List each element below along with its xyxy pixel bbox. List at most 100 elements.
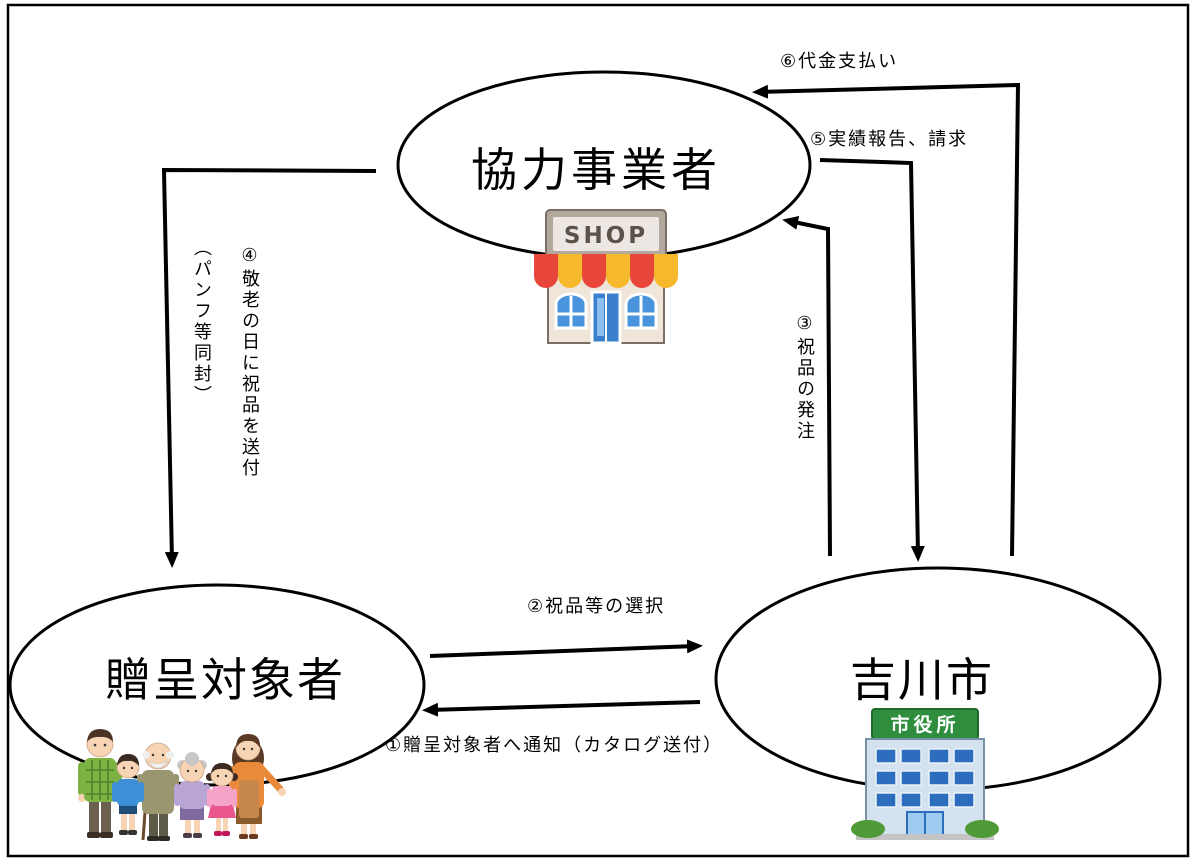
shoe — [183, 833, 192, 838]
eye — [161, 753, 165, 757]
arm — [138, 782, 144, 802]
eye — [242, 747, 246, 751]
awning-stripe — [534, 254, 558, 288]
city-hall-base — [856, 834, 994, 840]
shop-sign-text: SHOP — [564, 223, 648, 249]
leg — [149, 810, 158, 838]
leg — [121, 808, 127, 832]
hair — [236, 734, 261, 748]
shoe — [222, 831, 230, 836]
window — [928, 770, 950, 786]
window — [875, 770, 897, 786]
eye — [186, 769, 190, 773]
eye — [250, 747, 254, 751]
leg — [129, 808, 135, 832]
eye — [130, 766, 134, 770]
shoe — [100, 832, 113, 838]
shoe — [214, 831, 222, 836]
shop-awning — [534, 254, 678, 288]
window — [900, 792, 922, 808]
shoe — [239, 834, 248, 839]
curly-hair — [185, 752, 199, 766]
family-member-boy — [112, 754, 144, 835]
shop-icon: SHOP — [534, 209, 678, 345]
shoe — [158, 836, 170, 841]
leg — [185, 816, 191, 834]
awning-stripe — [558, 254, 582, 288]
awning-stripe — [606, 254, 630, 288]
family-member-mother — [229, 734, 286, 839]
step-3-label: ③祝品の発注 — [794, 313, 815, 442]
step-1-label: ①贈呈対象者へ通知（カタログ送付） — [385, 735, 724, 756]
window — [900, 770, 922, 786]
window — [953, 748, 975, 764]
hair — [87, 729, 113, 742]
window — [953, 792, 975, 808]
leg — [89, 800, 99, 834]
step-2-label: ②祝品等の選択 — [527, 596, 666, 617]
shrub-right — [965, 820, 999, 838]
node-recipients-label: 贈呈対象者 — [105, 653, 345, 707]
hair — [211, 763, 233, 774]
window — [953, 770, 975, 786]
beard — [147, 760, 169, 769]
arrows — [161, 82, 1021, 717]
shorts — [119, 804, 137, 814]
eye — [103, 743, 107, 747]
shirt — [117, 779, 139, 806]
window — [900, 748, 922, 764]
shrub-left — [851, 820, 885, 838]
arrow-step-6-payment — [752, 82, 1021, 557]
step-6-label: ⑥代金支払い — [780, 51, 899, 72]
family-member-grandmother — [174, 752, 210, 838]
leg — [241, 822, 247, 836]
arrow-step-4-delivery — [161, 167, 377, 568]
skirt — [208, 804, 236, 818]
outer-frame — [6, 3, 1190, 858]
shoe — [147, 836, 159, 841]
arm — [207, 789, 212, 807]
arm — [174, 784, 180, 806]
awning-stripe — [582, 254, 606, 288]
cardigan — [179, 781, 205, 809]
node-city-label: 吉川市 — [850, 653, 994, 707]
leg — [159, 810, 168, 838]
arm — [112, 782, 118, 802]
shoe — [87, 832, 100, 838]
window — [928, 792, 950, 808]
eye — [122, 766, 126, 770]
node-partner-business-label: 協力事業者 — [471, 143, 721, 197]
jacket — [142, 770, 174, 814]
city-hall-icon: 市役所 — [851, 708, 999, 840]
eye — [151, 753, 155, 757]
city-hall-sign-text: 市役所 — [890, 713, 959, 736]
raised-arm — [257, 764, 284, 793]
side-hair — [166, 751, 174, 759]
leg — [223, 814, 228, 832]
step-4-label: ④敬老の日に祝品を送付 — [239, 245, 260, 479]
window — [875, 792, 897, 808]
window — [875, 748, 897, 764]
eye — [224, 774, 228, 778]
arrow-step-5-report — [819, 158, 925, 562]
eye — [216, 774, 220, 778]
arrow-step-1-notice — [422, 700, 701, 717]
family-member-girl — [206, 763, 238, 836]
shirt — [212, 786, 232, 806]
arrow-step-2-selection — [429, 639, 703, 658]
leg — [101, 800, 111, 834]
hair — [117, 754, 139, 766]
eye — [194, 769, 198, 773]
skirt — [180, 806, 204, 820]
plaid-lines — [86, 760, 114, 800]
step-4-note: （パンフ等同封） — [191, 238, 212, 406]
step-5-label: ⑤実績報告、請求 — [810, 129, 969, 150]
leg — [194, 816, 200, 834]
leg — [216, 814, 221, 832]
family-icon — [78, 729, 286, 841]
shoe — [119, 830, 128, 835]
arrow-step-3-order — [782, 215, 832, 557]
shoe — [128, 830, 137, 835]
